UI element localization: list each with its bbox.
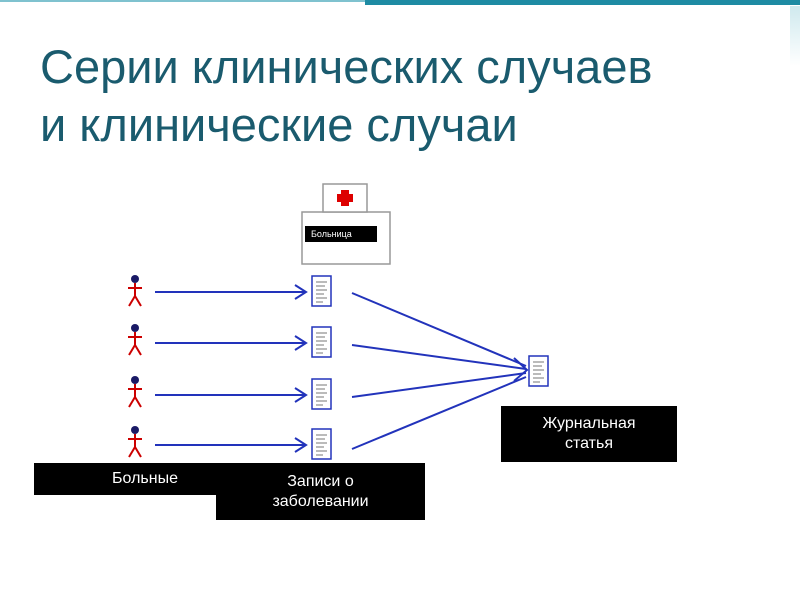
medical-record-icon (311, 428, 332, 460)
article-label: Журнальная статья (501, 406, 677, 462)
record-to-article-lines (351, 292, 529, 450)
article-label-text: Журнальная статья (542, 415, 636, 452)
slide-title-line-1: Серии клинических случаев (40, 40, 653, 93)
patient-icon (127, 274, 143, 307)
records-label: Записи о заболевании (216, 463, 425, 520)
corner-decoration (790, 6, 800, 66)
top-accent-bar (0, 0, 800, 6)
arrowhead-3 (294, 387, 308, 403)
slide-title: Серии клинических случаев и клинические … (40, 38, 780, 154)
hospital-label: Больница (305, 226, 377, 242)
medical-record-icon (311, 275, 332, 307)
patient-icon (127, 425, 143, 458)
arrowhead-1 (294, 284, 308, 300)
records-label-text: Записи о заболевании (272, 472, 369, 510)
slide-title-line-2: и клинические случаи (40, 98, 518, 151)
arrowhead-4 (294, 437, 308, 453)
medical-record-icon (311, 378, 332, 410)
patients-label: Больные (34, 463, 216, 495)
arrowhead-2 (294, 335, 308, 351)
top-accent-segment-light (0, 0, 365, 2)
journal-article-icon (528, 355, 549, 387)
hospital-icon (301, 183, 391, 265)
top-accent-segment-dark (365, 0, 800, 5)
patient-icon (127, 323, 143, 356)
medical-record-icon (311, 326, 332, 358)
patient-to-record-arrows (155, 284, 308, 453)
patient-icon (127, 375, 143, 408)
